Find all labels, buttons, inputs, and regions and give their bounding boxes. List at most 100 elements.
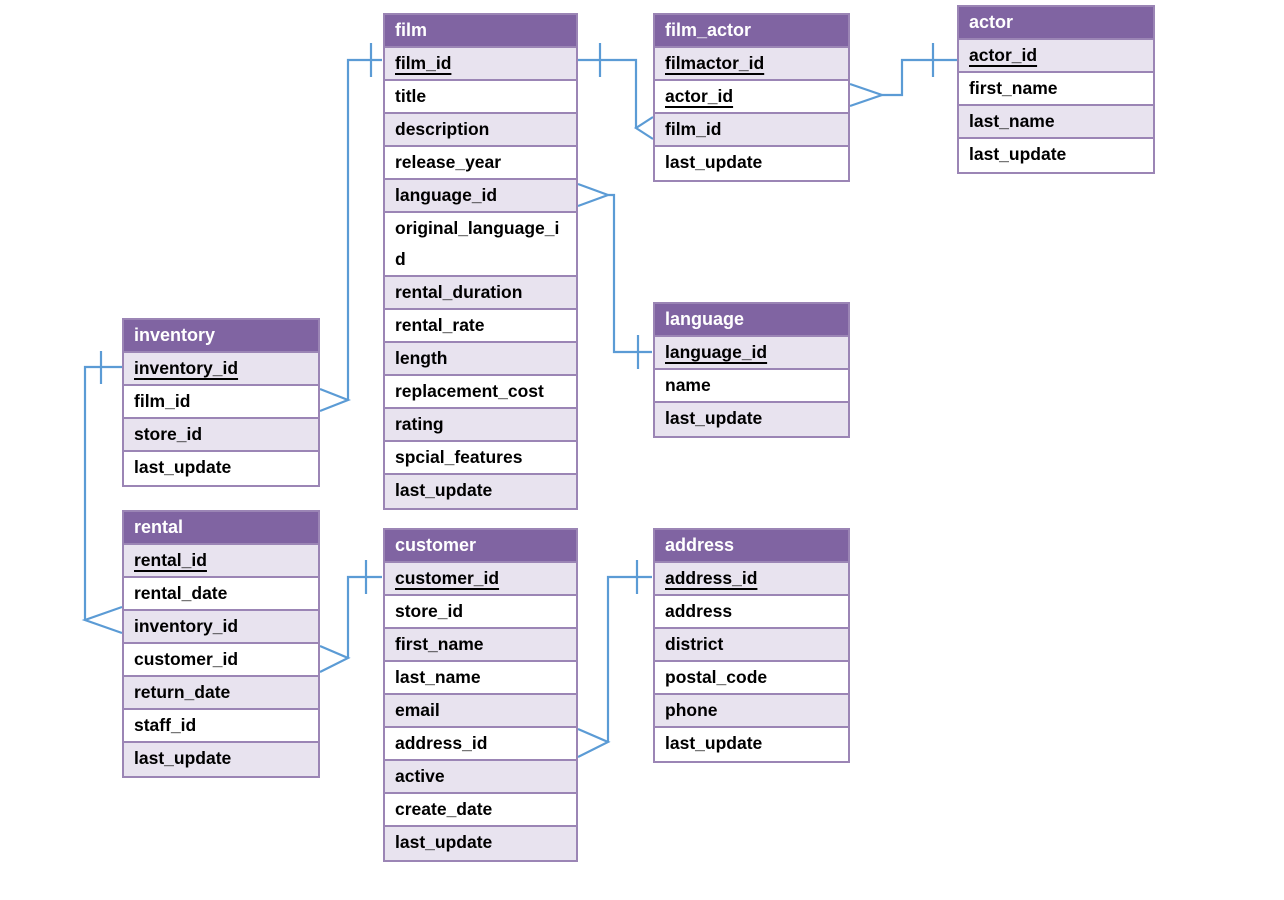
field-row-rental_id: rental_id — [124, 545, 318, 578]
field-row-actor_id: actor_id — [959, 40, 1153, 73]
field-label: release_year — [395, 152, 502, 172]
field-row-email: email — [385, 695, 576, 728]
field-label: email — [395, 700, 440, 720]
field-label: inventory_id — [134, 616, 239, 636]
connector-customer-address[interactable] — [577, 560, 652, 758]
field-row-film_id: film_id — [385, 48, 576, 81]
field-row-store_id: store_id — [385, 596, 576, 629]
crowfoot-many-icon — [577, 727, 611, 758]
connector-inventory-film[interactable] — [319, 43, 382, 413]
field-row-actor_id: actor_id — [655, 81, 848, 114]
connector-film_actor-actor[interactable] — [849, 43, 957, 108]
field-label: create_date — [395, 799, 493, 819]
connector-film-language[interactable] — [577, 182, 652, 369]
primary-key-field-label: rental_id — [134, 550, 207, 570]
field-row-store_id: store_id — [124, 419, 318, 452]
field-label: length — [395, 348, 448, 368]
field-row-active: active — [385, 761, 576, 794]
field-label: postal_code — [665, 667, 768, 687]
field-label: address_id — [395, 733, 488, 753]
field-row-customer_id: customer_id — [385, 563, 576, 596]
field-row-district: district — [655, 629, 848, 662]
field-row-film_id: film_id — [655, 114, 848, 147]
field-row-language_id: language_id — [655, 337, 848, 370]
field-label: staff_id — [134, 715, 197, 735]
field-label: replacement_cost — [395, 381, 544, 401]
entity-title: actor — [959, 7, 1153, 40]
entity-fields: rental_id rental_date inventory_id customer… — [124, 545, 318, 776]
crowfoot-many-icon — [577, 182, 612, 208]
connector-film-film_actor[interactable] — [578, 43, 654, 140]
field-row-title: title — [385, 81, 576, 114]
field-row-postal_code: postal_code — [655, 662, 848, 695]
field-row-film_id: film_id — [124, 386, 318, 419]
field-row-customer_id: customer_id — [124, 644, 318, 677]
field-row-last_name: last_name — [385, 662, 576, 695]
entity-actor[interactable]: actor actor_id first_name last_name last_up… — [957, 5, 1155, 174]
entity-title: language — [655, 304, 848, 337]
primary-key-field-label: address_id — [665, 568, 758, 588]
connector-inventory-rental[interactable] — [81, 351, 123, 635]
field-row-rental_duration: rental_duration — [385, 277, 576, 310]
field-row-release_year: release_year — [385, 147, 576, 180]
field-label: last_update — [395, 832, 493, 852]
field-row-language_id: language_id — [385, 180, 576, 213]
field-label: active — [395, 766, 445, 786]
field-label: district — [665, 634, 724, 654]
field-row-last_name: last_name — [959, 106, 1153, 139]
connector-line — [882, 58, 957, 97]
field-label: last_name — [969, 111, 1055, 131]
field-label: customer_id — [134, 649, 239, 669]
field-row-phone: phone — [655, 695, 848, 728]
field-label: last_update — [134, 748, 232, 768]
field-label: film_id — [134, 391, 191, 411]
primary-key-field-label: inventory_id — [134, 358, 239, 378]
field-label: name — [665, 375, 711, 395]
connector-line — [606, 575, 652, 742]
field-label: film_id — [665, 119, 722, 139]
field-label: rental_date — [134, 583, 228, 603]
connector-line — [578, 58, 638, 128]
field-label: store_id — [395, 601, 464, 621]
connector-line — [608, 193, 652, 354]
field-label: last_update — [395, 480, 493, 500]
entity-fields: actor_id first_name last_name last_update — [959, 40, 1153, 172]
field-row-replacement_cost: replacement_cost — [385, 376, 576, 409]
field-row-last_update: last_update — [385, 475, 576, 508]
entity-title: film_actor — [655, 15, 848, 48]
connector-line — [346, 575, 382, 658]
crowfoot-many-icon — [849, 82, 886, 108]
field-label: first_name — [969, 78, 1058, 98]
connector-rental-customer[interactable] — [319, 560, 382, 673]
field-row-rental_rate: rental_rate — [385, 310, 576, 343]
primary-key-field-label: actor_id — [665, 86, 734, 106]
field-row-last_update: last_update — [655, 403, 848, 436]
field-row-last_update: last_update — [385, 827, 576, 860]
field-row-inventory_id: inventory_id — [124, 611, 318, 644]
primary-key-field-label: customer_id — [395, 568, 500, 588]
field-label: spcial_features — [395, 447, 523, 467]
field-label: title — [395, 86, 427, 106]
connector-line — [83, 365, 122, 620]
field-label: last_update — [134, 457, 232, 477]
field-label: last_update — [969, 144, 1067, 164]
field-label: store_id — [134, 424, 203, 444]
field-row-first_name: first_name — [959, 73, 1153, 106]
field-row-last_update: last_update — [655, 728, 848, 761]
field-label: phone — [665, 700, 718, 720]
crowfoot-many-icon — [319, 387, 352, 413]
field-label: first_name — [395, 634, 484, 654]
field-row-rental_date: rental_date — [124, 578, 318, 611]
primary-key-field-label: language_id — [665, 342, 768, 362]
field-label: last_name — [395, 667, 481, 687]
